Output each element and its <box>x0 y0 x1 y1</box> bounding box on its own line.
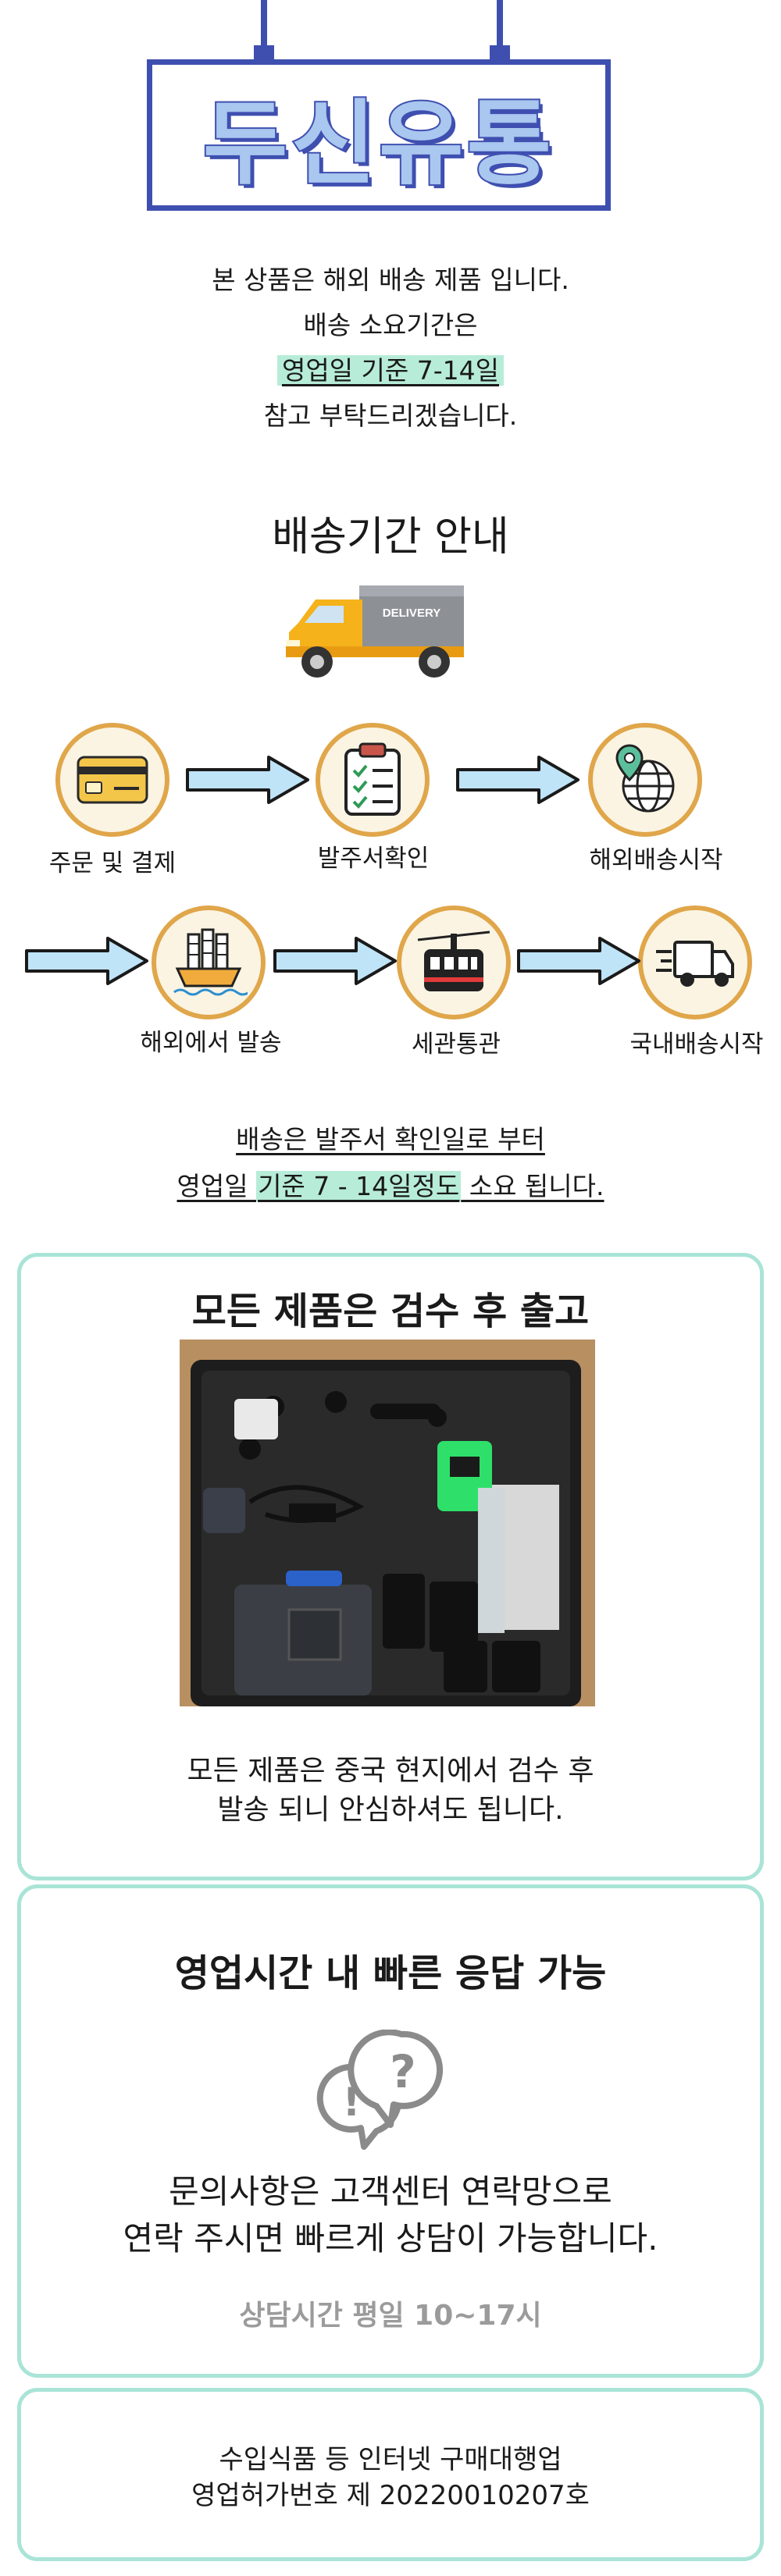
arrow-right-icon <box>25 937 148 985</box>
sign-hook-left <box>254 45 274 59</box>
intro-text: 본 상품은 해외 배송 제품 입니다. 배송 소요기간은 영업일 기준 7-14… <box>0 258 781 439</box>
inspection-line-2: 발송 되니 안심하셔도 됩니다. <box>217 1794 564 1826</box>
step-overseas-start <box>588 723 702 837</box>
step-label-order-payment: 주문 및 결제 <box>48 849 177 877</box>
step-order-payment <box>55 723 169 837</box>
arrow-right-icon <box>186 756 309 804</box>
support-line-1: 문의사항은 고객센터 연락망으로 <box>169 2172 612 2211</box>
inspection-product-photo <box>180 1340 595 1706</box>
intro-line-2: 배송 소요기간은 <box>303 310 478 340</box>
intro-line-1: 본 상품은 해외 배송 제품 입니다. <box>212 265 569 295</box>
inspection-text: 모든 제품은 중국 현지에서 검수 후 발송 되니 안심하셔도 됩니다. <box>17 1752 764 1830</box>
tool-case-illustration <box>180 1340 595 1706</box>
svg-text:?: ? <box>390 2045 416 2098</box>
sign-rope-left <box>261 0 267 48</box>
shipping-note-suffix: 소요 됩니다. <box>461 1171 604 1201</box>
step-customs <box>397 906 511 1019</box>
sign-rope-right <box>497 0 503 48</box>
shipping-note: 배송은 발주서 확인일로 부터 영업일 기준 7 - 14일정도 소요 됩니다. <box>0 1116 781 1210</box>
intro-line-3-highlight: 영업일 기준 7-14일 <box>276 355 505 386</box>
truck-delivery-label: DELIVERY <box>383 607 440 620</box>
brand-sign: 두신유통 <box>147 59 611 211</box>
arrow-right-icon <box>456 756 580 804</box>
support-line-2: 연락 주시면 빠르게 상담이 가능합니다. <box>123 2219 658 2258</box>
step-label-domestic-delivery: 국내배송시작 <box>629 1030 764 1059</box>
delivery-truck-icon: DELIVERY <box>286 585 464 678</box>
brand-name: 두신유통 <box>201 88 555 199</box>
credit-card-icon <box>77 756 148 804</box>
step-label-overseas-start: 해외배송시작 <box>589 846 723 874</box>
intro-line-4: 참고 부탁드리겠습니다. <box>263 400 518 431</box>
step-label-ship-overseas: 해외에서 발송 <box>140 1029 282 1057</box>
cargo-ship-icon <box>173 928 248 996</box>
license-card <box>17 2388 764 2561</box>
delivery-title: 배송기간 안내 <box>272 514 509 560</box>
support-title: 영업시간 내 빠른 응답 가능 <box>174 1952 607 1995</box>
support-hours: 상담시간 평일 10~17시 <box>239 2300 542 2332</box>
support-text: 문의사항은 고객센터 연락망으로 연락 주시면 빠르게 상담이 가능합니다. <box>17 2169 764 2262</box>
step-label-order-confirm: 발주서확인 <box>317 845 430 873</box>
checklist-icon <box>344 742 401 816</box>
fast-truck-icon <box>656 941 734 987</box>
license-text: 수입식품 등 인터넷 구매대행업 영업허가번호 제 20220010207호 <box>17 2442 764 2514</box>
step-ship-overseas <box>152 906 266 1019</box>
step-domestic-delivery <box>638 906 752 1019</box>
license-line-2: 영업허가번호 제 20220010207호 <box>191 2480 590 2511</box>
question-chat-icon: ! ? <box>316 2030 444 2150</box>
customs-icon <box>417 930 490 991</box>
sign-hook-right <box>490 45 510 59</box>
inspection-title: 모든 제품은 검수 후 출고 <box>191 1290 590 1333</box>
globe-pin-icon <box>615 744 675 813</box>
support-card <box>17 1884 764 2378</box>
license-line-1: 수입식품 등 인터넷 구매대행업 <box>219 2444 562 2475</box>
shipping-note-highlight: 기준 7 - 14일정도 <box>256 1171 462 1201</box>
step-label-customs: 세관통관 <box>411 1030 501 1059</box>
arrow-right-icon <box>273 937 397 985</box>
step-order-confirm <box>316 723 430 837</box>
shipping-note-line-1: 배송은 발주서 확인일로 부터 <box>236 1124 545 1155</box>
shipping-note-prefix: 영업일 <box>177 1171 257 1201</box>
inspection-line-1: 모든 제품은 중국 현지에서 검수 후 <box>187 1755 594 1787</box>
arrow-right-icon <box>517 937 640 985</box>
